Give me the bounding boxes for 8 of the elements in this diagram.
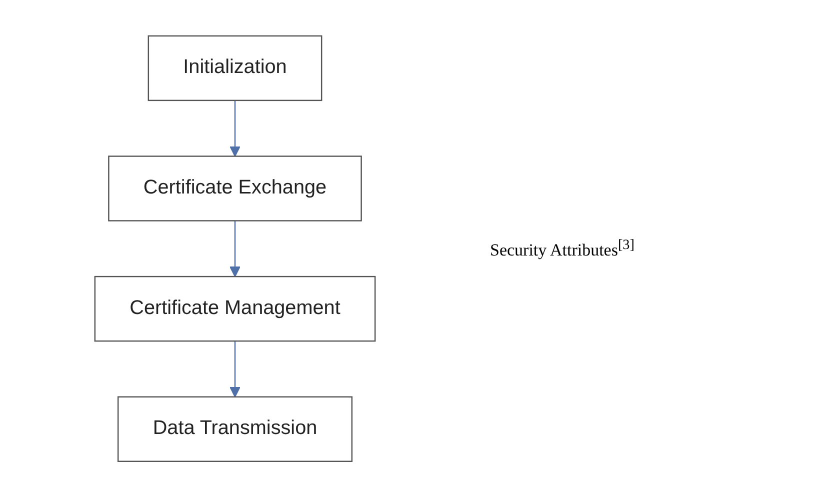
caption: Security Attributes$^{[3]}$ [490,237,634,261]
arrow [230,341,240,398]
process-box: Certificate Exchange [108,156,362,222]
process-box: Initialization [148,36,322,102]
arrow [230,100,240,158]
process-box: Data Transmission [117,396,353,462]
process-box: Certificate Management [94,276,376,342]
arrow [230,221,240,278]
